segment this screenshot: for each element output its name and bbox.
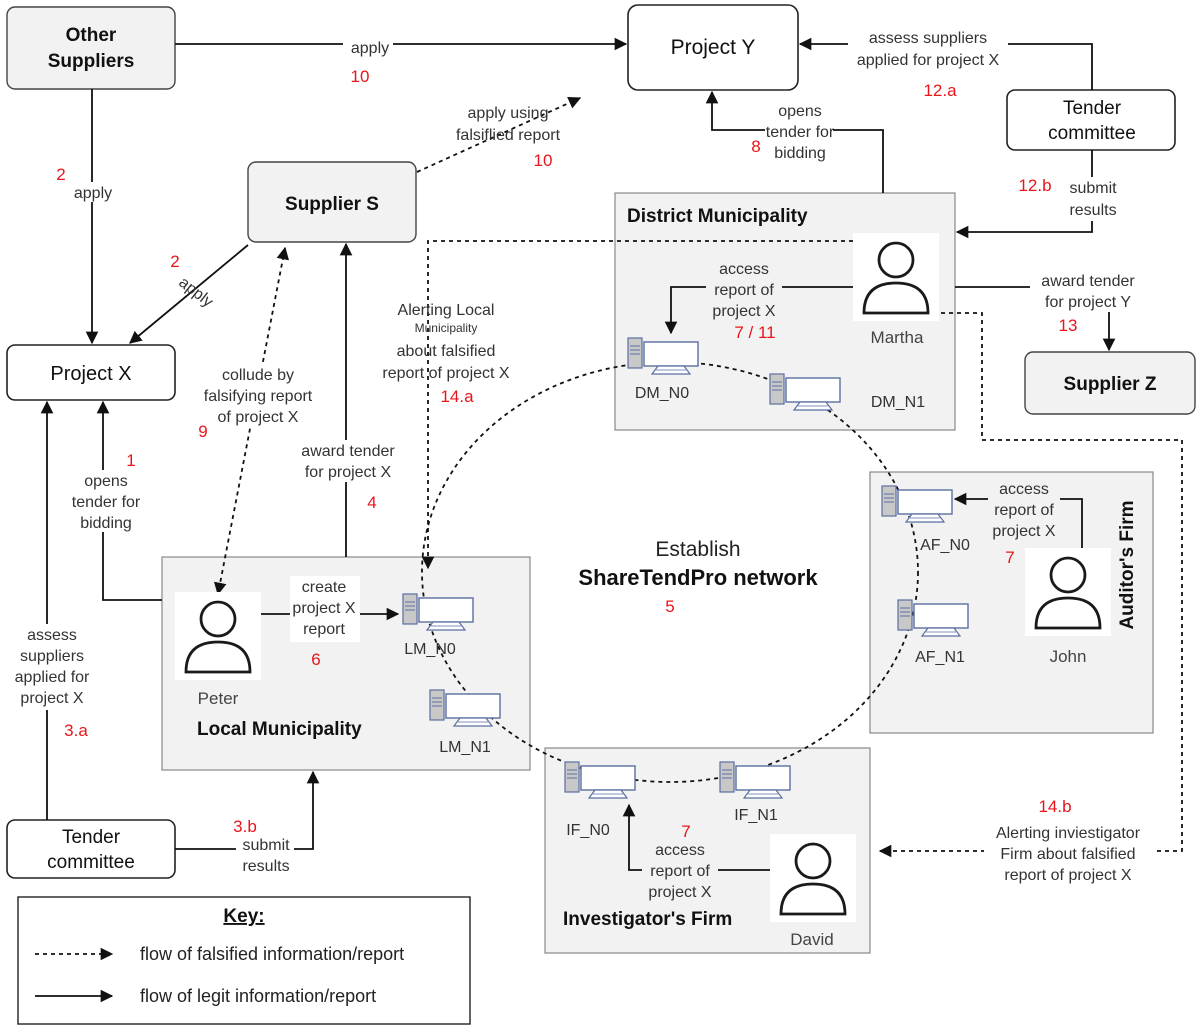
dm-n1-label: DM_N1: [871, 394, 925, 411]
award-x-step: 4: [367, 493, 376, 512]
create-report-step: 6: [311, 650, 320, 669]
apply-s-label: apply: [175, 274, 216, 311]
apply-left-label: apply: [74, 185, 112, 202]
falsified-apply-step: 10: [534, 151, 553, 170]
network-line-1: Establish: [655, 538, 740, 561]
network-step: 5: [665, 597, 674, 616]
edge-access-dm: [664, 286, 853, 335]
district-municipality-title: District Municipality: [627, 206, 808, 227]
award-y-step: 13: [1059, 316, 1078, 335]
apply-s-step: 2: [170, 252, 179, 271]
supplier-s-label: Supplier S: [285, 194, 379, 215]
project-y-label: Project Y: [671, 36, 756, 59]
edge-falsified-apply: [416, 96, 582, 173]
auditor-firm-title: Auditor's Firm: [1117, 500, 1138, 629]
project-x-label: Project X: [50, 363, 131, 385]
if-n1-label: IF_N1: [734, 807, 778, 824]
edge-access-if: [622, 803, 770, 871]
access-dm-step: 7 / 11: [734, 323, 775, 342]
opens-y-step: 8: [751, 137, 760, 156]
apply-top-label: apply: [351, 40, 389, 57]
apply-top-step: 10: [351, 67, 370, 86]
legend-solid-text: flow of legit information/report: [140, 986, 376, 1006]
alert-local-line-1: Alerting Local: [398, 302, 495, 319]
submit-bottom-step: 3.b: [233, 817, 257, 836]
submit-top-step: 12.b: [1018, 176, 1051, 195]
legend-title: Key:: [223, 906, 264, 927]
assess-x-step: 3.a: [64, 721, 88, 740]
edge-submit-bottom: [175, 770, 320, 850]
collude-step: 9: [198, 422, 207, 441]
alert-local-line-2: Municipality: [415, 321, 478, 335]
peter-person-icon: [173, 590, 263, 682]
lm-n0-label: LM_N0: [404, 641, 456, 658]
network-line-2: ShareTendPro network: [578, 565, 818, 590]
alert-investigator-step: 14.b: [1038, 797, 1071, 816]
david-person-icon: [768, 832, 858, 924]
local-municipality-title: Local Municipality: [197, 719, 362, 740]
project-y-box: [627, 4, 799, 91]
investigator-firm-title: Investigator's Firm: [563, 909, 732, 930]
dm-n0-label: DM_N0: [635, 385, 689, 402]
af-n0-label: AF_N0: [920, 537, 970, 554]
supplier-z-box: [1024, 351, 1196, 415]
lm-n1-label: LM_N1: [439, 739, 491, 756]
martha-person-icon: [851, 231, 941, 323]
alert-local-step: 14.a: [440, 387, 474, 406]
project-x-box: [6, 344, 176, 401]
apply-left-step: 2: [56, 165, 65, 184]
tender-committee-top-box: [1006, 89, 1176, 151]
peter-name: Peter: [198, 689, 239, 708]
john-name: John: [1050, 647, 1087, 666]
edge-alert-investigator: [878, 312, 1183, 858]
martha-name: Martha: [871, 328, 924, 347]
af-n1-label: AF_N1: [915, 649, 965, 666]
if-n0-label: IF_N0: [566, 822, 610, 839]
legend-dashed-text: flow of falsified information/report: [140, 944, 404, 964]
other-suppliers-box: [6, 6, 176, 90]
access-if-step: 7: [681, 822, 690, 841]
david-name: David: [790, 930, 833, 949]
legend-box: [17, 896, 471, 1025]
edge-alert-local: [421, 240, 853, 570]
edge-opens-project-x: [96, 400, 162, 601]
opens-x-step: 1: [126, 451, 135, 470]
john-person-icon: [1023, 546, 1113, 638]
supplier-s-box: [247, 161, 417, 243]
access-af-step: 7: [1005, 548, 1014, 567]
assess-y-step: 12.a: [923, 81, 957, 100]
supplier-z-label: Supplier Z: [1064, 374, 1157, 395]
